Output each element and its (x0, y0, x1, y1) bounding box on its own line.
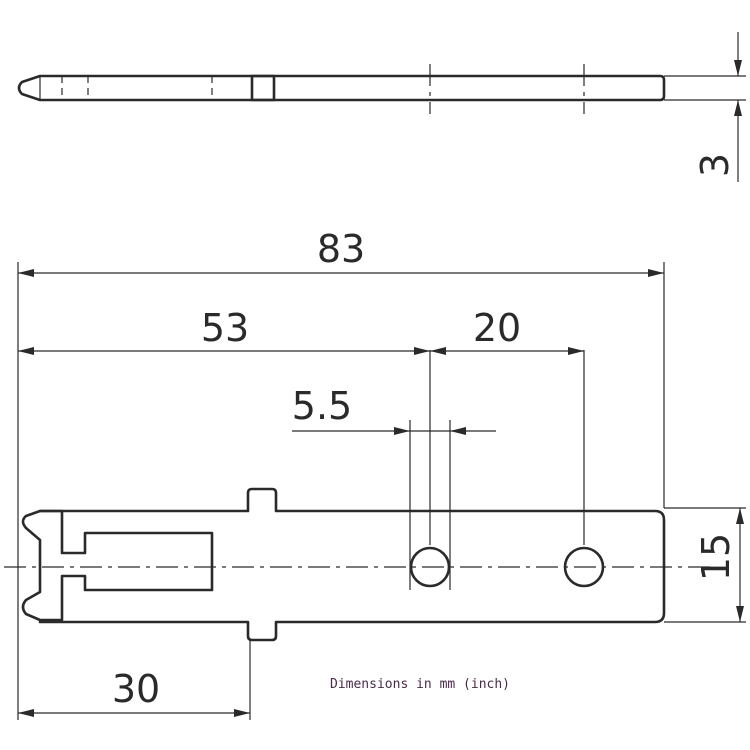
dimension-label-width: 15 (694, 533, 738, 581)
dimension-arrow (734, 60, 742, 76)
part-outline (21, 509, 214, 622)
mounting-hole-1 (409, 546, 451, 588)
dimension-arrow (18, 269, 34, 277)
side-view-outline (17, 74, 666, 102)
dimension-arrow (18, 709, 34, 717)
dimension-arrow (414, 347, 430, 355)
dimension-arrow (18, 347, 34, 355)
part-outline-upper (38, 487, 666, 642)
dimension-label-hole-spacing: 20 (473, 306, 521, 350)
dimension-label-shank-length: 30 (112, 667, 160, 711)
units-note: Dimensions in mm (inch) (330, 677, 510, 692)
dimension-label-thickness: 3 (693, 153, 737, 177)
dimension-arrow (734, 100, 742, 116)
dimension-arrow (234, 709, 250, 717)
dimension-arrow (736, 508, 744, 524)
dimension-arrow (736, 606, 744, 622)
dimension-label-hole-diameter: 5.5 (292, 384, 352, 428)
dimension-arrow (450, 427, 466, 435)
dimension-label-overall-length: 83 (317, 227, 365, 271)
dimension-arrow (568, 347, 584, 355)
dimension-arrow (648, 269, 664, 277)
side-view-notch (250, 74, 276, 102)
dimension-arrow (430, 347, 446, 355)
side-view: 3 (17, 32, 746, 182)
dimension-label-length-to-hole: 53 (201, 306, 249, 350)
top-view: 83 53 20 5.5 15 30 (4, 227, 746, 720)
dimension-arrow (394, 427, 410, 435)
